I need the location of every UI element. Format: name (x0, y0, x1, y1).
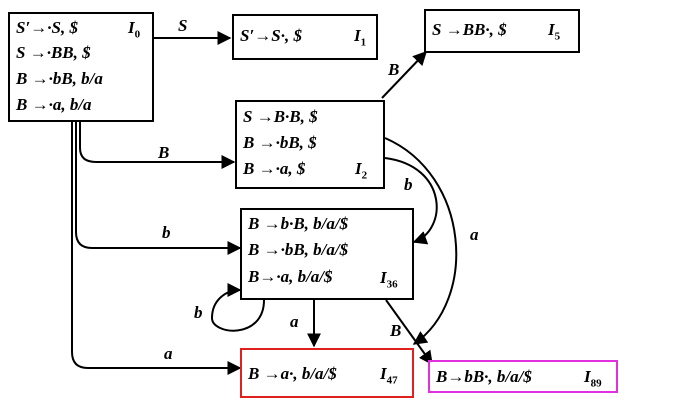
state-label: I5 (548, 20, 561, 43)
item: S′→S·, $ (240, 26, 302, 45)
edge-label-b: B (387, 60, 399, 79)
edge-label-b: B (389, 321, 401, 340)
state-i36: B →b·B, b/a/$ B →·bB, b/a/$ B→·a, b/a/$ … (240, 208, 414, 300)
edge-i36-self (210, 283, 265, 332)
edge-label-a: a (470, 225, 479, 244)
item: B →·a, b/a (16, 95, 92, 114)
state-label: I47 (380, 364, 398, 387)
state-i1: S′→S·, $ I1 (232, 14, 378, 60)
edge-i36-i89 (385, 299, 433, 366)
item: S′→·S, $ (16, 18, 78, 37)
edge-label-b: b (404, 175, 413, 194)
edge-i2-i36 (384, 157, 438, 245)
state-i5: S →BB·, $ I5 (424, 9, 580, 53)
item: S →·BB, $ (16, 43, 91, 62)
state-label: I0 (128, 18, 141, 41)
state-i0: S′→·S, $ S →·BB, $ B →·bB, b/a B →·a, b/… (8, 12, 154, 122)
item: S →B·B, $ (243, 107, 318, 126)
item: B →·a, $ (243, 159, 306, 178)
edge-label-b: b (162, 223, 171, 242)
edge-i0-i36 (75, 122, 242, 255)
edge-label-b: b (194, 303, 203, 322)
state-label: I1 (354, 26, 367, 49)
item: B→·a, b/a/$ (248, 267, 333, 286)
item: B →a·, b/a/$ (248, 364, 337, 383)
edge-i0-i47 (71, 122, 242, 375)
state-i47: B →a·, b/a/$ I47 (240, 348, 414, 398)
state-i89: B→bB·, b/a/$ I89 (428, 360, 618, 393)
item: S →BB·, $ (432, 20, 507, 39)
edge-label-s: S (178, 16, 187, 35)
edge-label-a: a (290, 312, 299, 331)
edge-label-b: B (157, 143, 169, 162)
state-label: I89 (584, 367, 602, 390)
item: B →·bB, b/a (16, 69, 103, 88)
edge-i2-i5 (381, 50, 427, 99)
state-i2: S →B·B, $ B →·bB, $ B →·a, $ I2 (235, 100, 385, 189)
edge-i2-i47 (384, 137, 458, 345)
item: B→bB·, b/a/$ (436, 367, 532, 386)
state-label: I2 (355, 159, 368, 182)
item: B →b·B, b/a/$ (248, 214, 349, 233)
edge-i0-i2 (79, 122, 236, 169)
item: B →·bB, b/a/$ (248, 240, 349, 259)
state-label: I36 (380, 268, 398, 291)
edge-label-a: a (164, 344, 173, 363)
item: B →·bB, $ (243, 133, 317, 152)
